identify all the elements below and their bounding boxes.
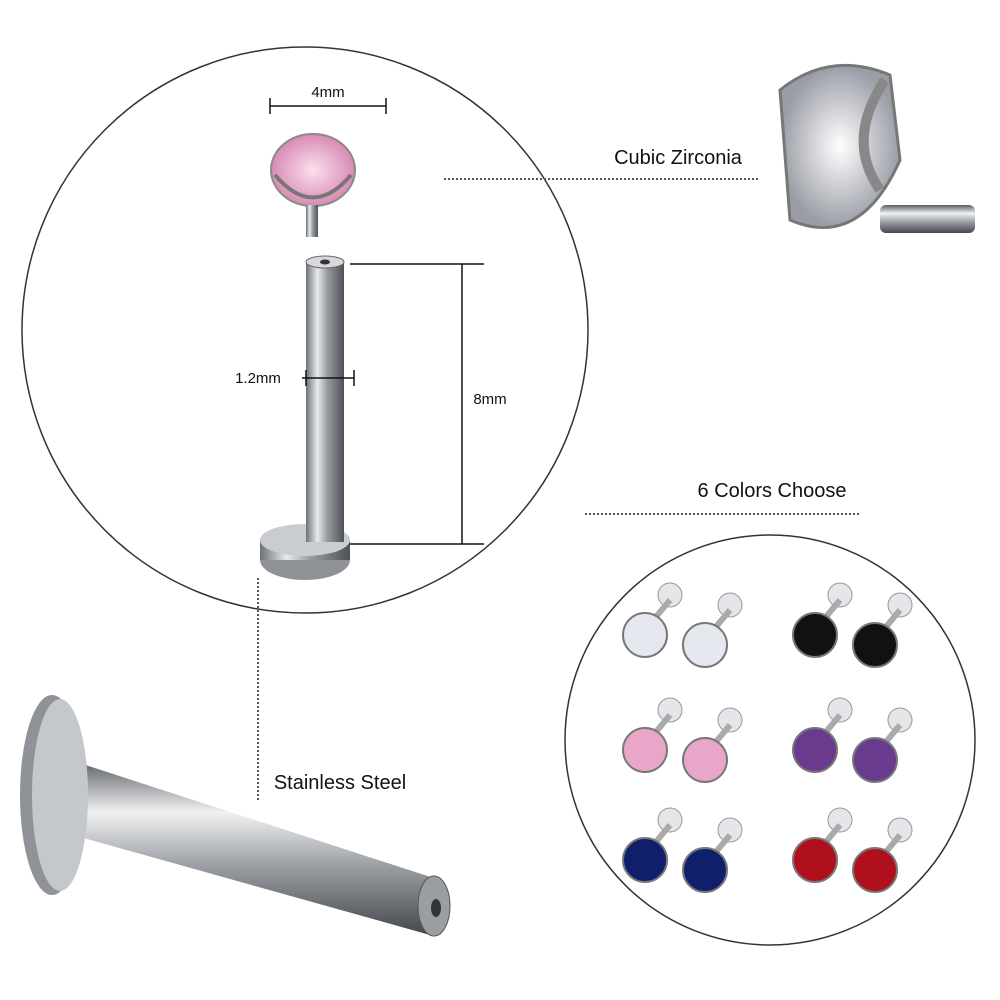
stud-pair-clear[interactable] bbox=[622, 582, 743, 668]
length-label: 8mm bbox=[473, 391, 506, 408]
stud-pair-purple[interactable] bbox=[792, 697, 913, 783]
colors-circle bbox=[564, 534, 976, 946]
diameter-dimension bbox=[302, 370, 355, 386]
gem-label: Cubic Zirconia bbox=[614, 147, 743, 169]
labret-side-view bbox=[20, 695, 451, 937]
pink-gem-top bbox=[270, 133, 356, 237]
gem-purple bbox=[852, 737, 898, 783]
width-dimension bbox=[269, 98, 387, 114]
color-options bbox=[622, 582, 913, 893]
stud-pair-pink[interactable] bbox=[622, 697, 743, 783]
stud-pair-red[interactable] bbox=[792, 807, 913, 893]
gem-clear bbox=[682, 622, 728, 668]
gem-pink bbox=[682, 737, 728, 783]
gem-purple bbox=[792, 727, 838, 773]
gem-blue bbox=[622, 837, 668, 883]
length-dimension bbox=[350, 263, 484, 545]
gem-black bbox=[792, 612, 838, 658]
labret-bar bbox=[260, 255, 350, 580]
material-label: Stainless Steel bbox=[274, 772, 406, 794]
gem-blue bbox=[682, 847, 728, 893]
stud-pair-black[interactable] bbox=[792, 582, 913, 668]
stud-pair-blue[interactable] bbox=[622, 807, 743, 893]
zirconia-gem-image bbox=[778, 63, 975, 233]
width-label: 4mm bbox=[311, 84, 344, 101]
gem-clear bbox=[622, 612, 668, 658]
diameter-label: 1.2mm bbox=[235, 370, 281, 387]
detail-circle bbox=[21, 46, 589, 614]
colors-label: 6 Colors Choose bbox=[698, 480, 847, 502]
gem-red bbox=[792, 837, 838, 883]
gem-black bbox=[852, 622, 898, 668]
gem-pink bbox=[622, 727, 668, 773]
gem-red bbox=[852, 847, 898, 893]
